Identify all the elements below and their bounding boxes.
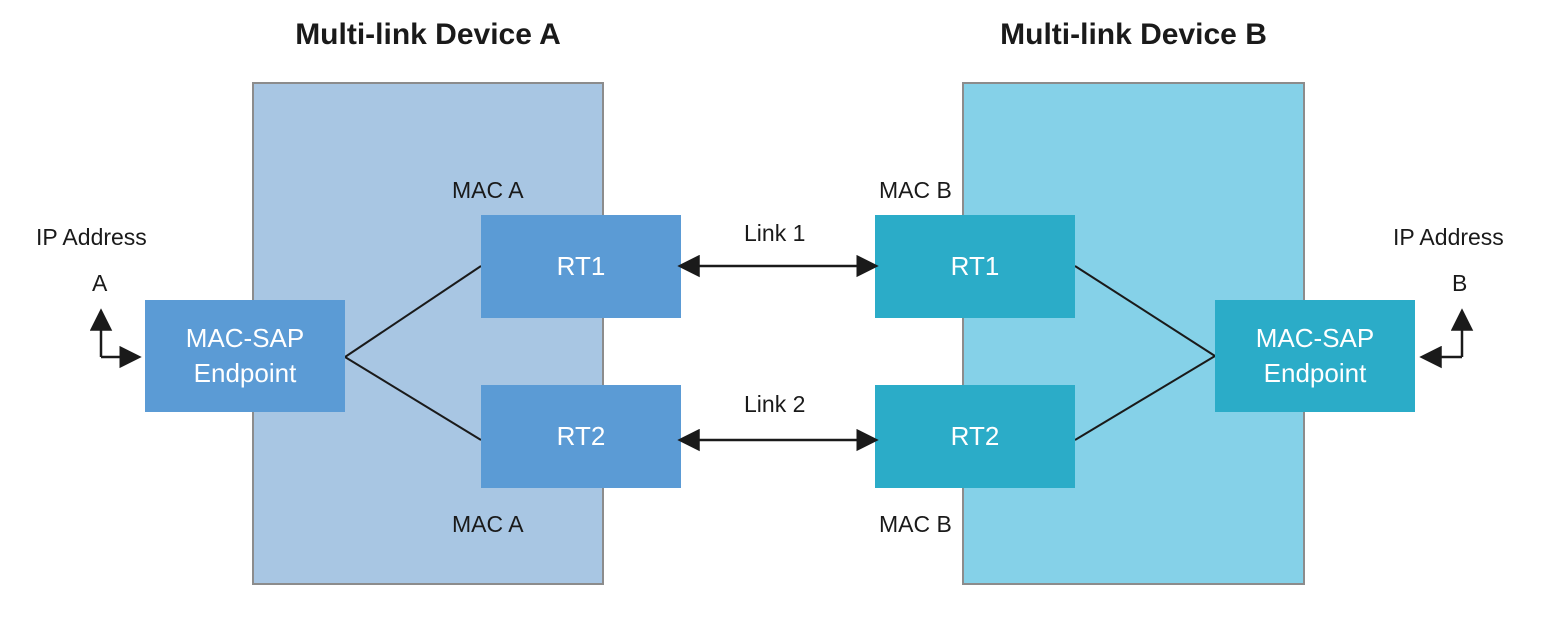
link2-label: Link 2: [744, 391, 806, 417]
ip-address-letter-a: A: [92, 270, 108, 296]
router-rt1-device-a[interactable]: RT1: [481, 215, 681, 318]
device-title-b: Multi-link Device B: [1000, 18, 1267, 51]
mac-sap-endpoint-a-line2: Endpoint: [193, 358, 297, 388]
router-rt2-device-a[interactable]: RT2: [481, 385, 681, 488]
router-rt1-device-a-label: RT1: [556, 250, 606, 281]
device-title-a: Multi-link Device A: [295, 18, 561, 51]
ip-address-label-a: IP Address: [36, 224, 147, 250]
router-rt1-device-b[interactable]: RT1: [875, 215, 1075, 318]
router-rt2-device-b-label: RT2: [950, 420, 1000, 451]
mac-sap-endpoint-a[interactable]: MAC-SAP Endpoint: [145, 300, 345, 412]
mac-address-label-b-bottom: MAC B: [879, 511, 952, 537]
ip-address-label-b: IP Address: [1393, 224, 1504, 250]
router-rt2-device-b[interactable]: RT2: [875, 385, 1075, 488]
mac-address-label-b-top: MAC B: [879, 177, 952, 203]
mac-address-label-a-bottom: MAC A: [452, 511, 524, 537]
mac-sap-endpoint-b[interactable]: MAC-SAP Endpoint: [1215, 300, 1415, 412]
router-rt2-device-a-label: RT2: [556, 420, 606, 451]
link1-label: Link 1: [744, 220, 806, 246]
mac-sap-endpoint-a-line1: MAC-SAP: [185, 322, 305, 353]
ip-address-letter-b: B: [1452, 270, 1468, 296]
mac-sap-endpoint-b-line1: MAC-SAP: [1255, 322, 1375, 353]
mac-sap-endpoint-b-line2: Endpoint: [1263, 358, 1367, 388]
mac-address-label-a-top: MAC A: [452, 177, 524, 203]
router-rt1-device-b-label: RT1: [950, 250, 1000, 281]
